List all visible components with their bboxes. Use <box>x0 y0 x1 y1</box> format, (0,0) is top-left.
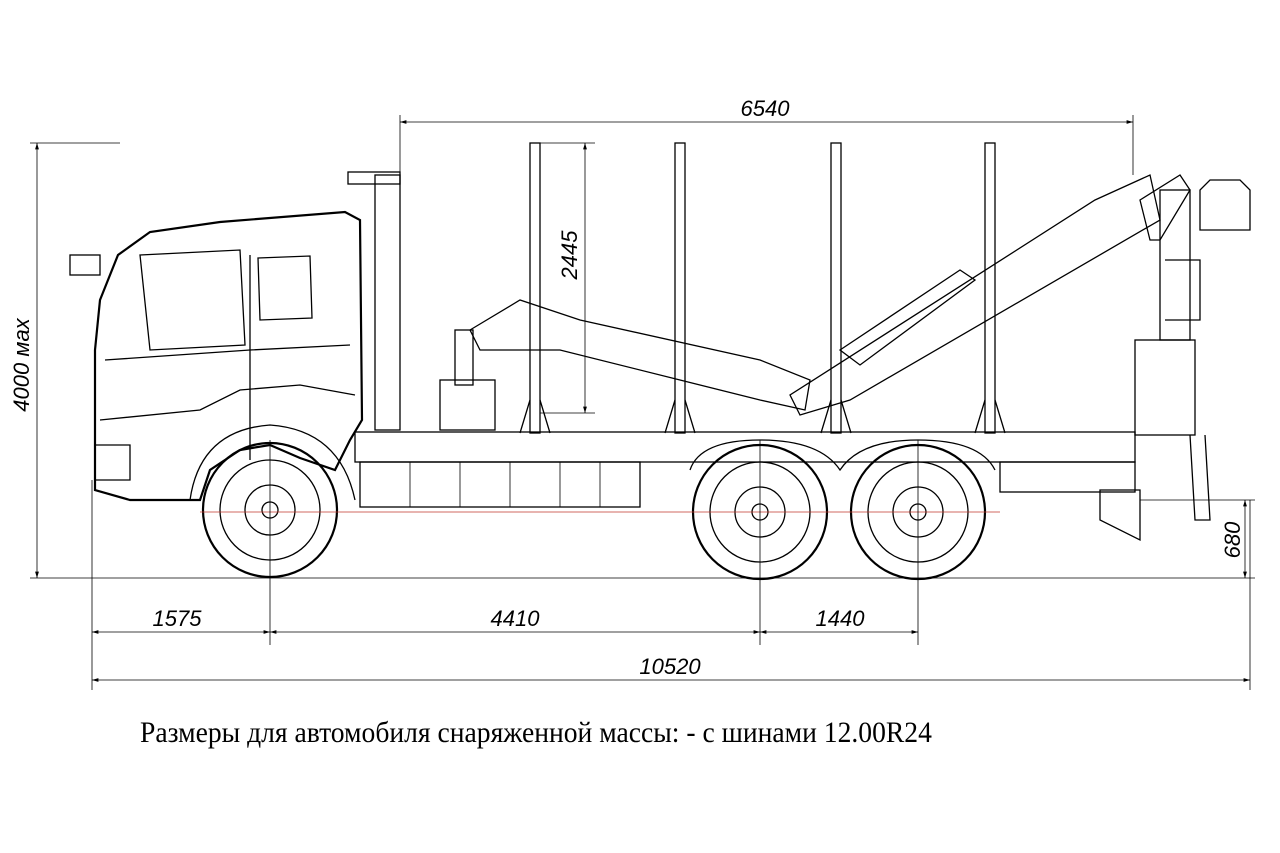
front-wheel <box>189 424 356 579</box>
dim-4000-max: 4000 мах <box>9 317 34 411</box>
cab <box>93 210 364 502</box>
dim-680: 680 <box>1220 521 1245 558</box>
headboard <box>374 174 401 431</box>
dimension-lines <box>35 120 1250 682</box>
crane <box>439 174 1251 542</box>
extension-lines <box>30 115 1255 690</box>
stakes <box>519 142 1006 434</box>
dim-10520: 10520 <box>639 654 701 679</box>
dim-1575: 1575 <box>153 606 203 631</box>
stake <box>984 142 996 434</box>
dim-1440: 1440 <box>816 606 866 631</box>
stake <box>529 142 541 434</box>
dim-6540: 6540 <box>741 96 791 121</box>
dim-4410: 4410 <box>491 606 541 631</box>
caption: Размеры для автомобиля снаряженной массы… <box>140 716 932 749</box>
truck-drawing <box>69 142 1251 581</box>
dim-2445: 2445 <box>557 230 582 281</box>
chassis-frame <box>354 431 1136 463</box>
stake <box>830 142 842 434</box>
stake <box>674 142 686 434</box>
